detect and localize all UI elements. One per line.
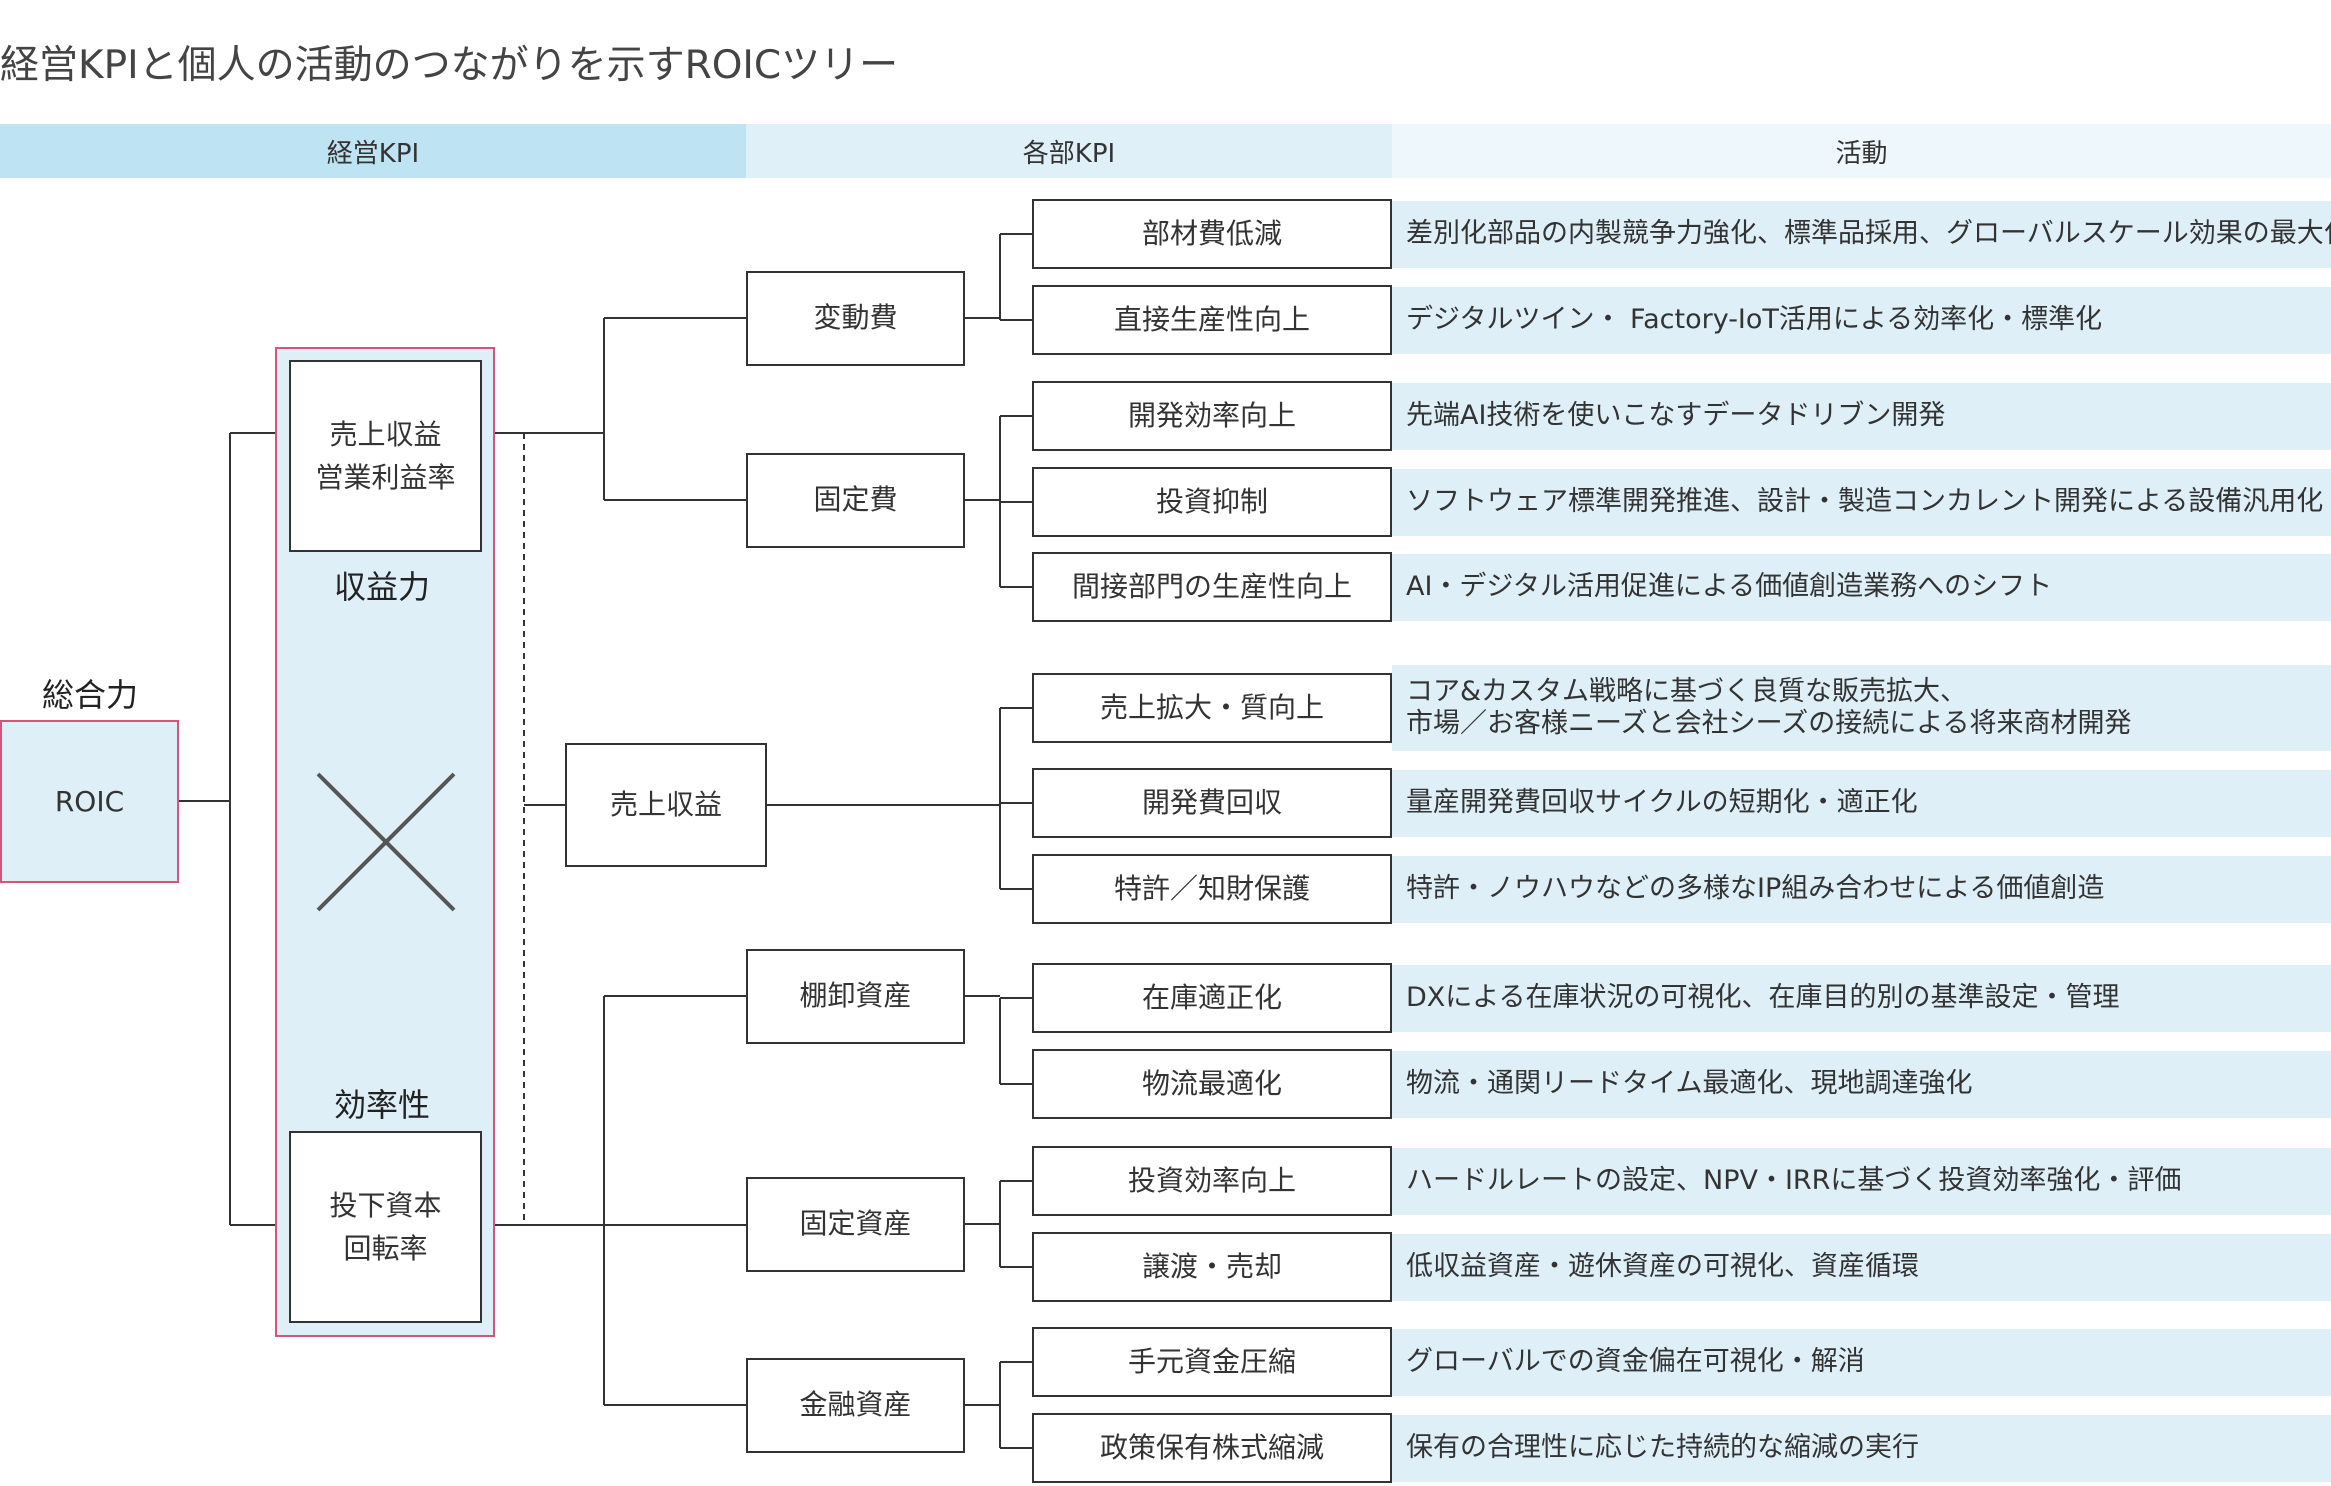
activity-text: 先端AI技術を使いこなすデータドリブン開発 xyxy=(1406,399,1946,431)
activity-row: 差別化部品の内製競争力強化、標準品採用、グローバルスケール効果の最大化 xyxy=(1392,200,2331,268)
activity-text: コア&カスタム戦略に基づく良質な販売拡大、 xyxy=(1406,675,1968,707)
activity-row: グローバルでの資金偏在可視化・解消 xyxy=(1392,1328,2331,1396)
activity-text: 量産開発費回収サイクルの短期化・適正化 xyxy=(1406,786,1918,818)
roic-label: ROIC xyxy=(54,785,125,818)
header-activities: 活動 xyxy=(1392,124,2331,178)
activity-row: DXによる在庫状況の可視化、在庫目的別の基準設定・管理 xyxy=(1392,964,2331,1032)
department-kpi-label: 開発効率向上 xyxy=(1127,399,1296,433)
activity-row: 保有の合理性に応じた持続的な縮減の実行 xyxy=(1392,1414,2331,1482)
activity-text: デジタルツイン・ Factory-IoT活用による効率化・標準化 xyxy=(1406,303,2103,335)
department-kpi-box: 譲渡・売却 xyxy=(1032,1232,1392,1302)
activity-row: 低収益資産・遊休資産の可視化、資産循環 xyxy=(1392,1233,2331,1301)
efficiency-caption: 効率性 xyxy=(334,1086,431,1124)
activity-row: デジタルツイン・ Factory-IoT活用による効率化・標準化 xyxy=(1392,286,2331,354)
department-kpi-label: 特許／知財保護 xyxy=(1113,872,1310,906)
department-kpi-box: 売上拡大・質向上 xyxy=(1032,673,1392,743)
department-kpi-label: 手元資金圧縮 xyxy=(1127,1345,1296,1379)
group-box-2: 固定費 xyxy=(746,452,965,548)
header-management-kpi: 経営KPI xyxy=(0,124,746,178)
department-kpi-label: 開発費回収 xyxy=(1141,786,1282,820)
activity-row: コア&カスタム戦略に基づく良質な販売拡大、市場／お客様ニーズと会社シーズの接続に… xyxy=(1392,665,2331,751)
department-kpi-box: 特許／知財保護 xyxy=(1032,854,1392,924)
department-kpi-box: 間接部門の生産性向上 xyxy=(1032,552,1392,622)
group-label: 売上収益 xyxy=(609,788,722,822)
department-kpi-box: 投資効率向上 xyxy=(1032,1146,1392,1216)
department-kpi-label: 売上拡大・質向上 xyxy=(1099,691,1324,725)
group-label: 固定資産 xyxy=(799,1207,912,1241)
multiply-icon xyxy=(316,772,456,912)
department-kpi-label: 直接生産性向上 xyxy=(1113,303,1310,337)
activity-row: 量産開発費回収サイクルの短期化・適正化 xyxy=(1392,769,2331,837)
department-kpi-box: 投資抑制 xyxy=(1032,467,1392,537)
activity-row: AI・デジタル活用促進による価値創造業務へのシフト xyxy=(1392,553,2331,621)
activity-row: ハードルレートの設定、NPV・IRRに基づく投資効率強化・評価 xyxy=(1392,1147,2331,1215)
department-kpi-label: 投資効率向上 xyxy=(1127,1164,1296,1198)
activity-text: ハードルレートの設定、NPV・IRRに基づく投資効率強化・評価 xyxy=(1406,1164,2182,1196)
group-box-3: 売上収益 xyxy=(565,743,767,867)
activity-row: 先端AI技術を使いこなすデータドリブン開発 xyxy=(1392,382,2331,450)
operating-margin-line: 営業利益率 xyxy=(315,461,456,494)
group-box-4: 棚卸資産 xyxy=(746,948,965,1044)
department-kpi-box: 物流最適化 xyxy=(1032,1049,1392,1119)
activity-text: 低収益資産・遊休資産の可視化、資産循環 xyxy=(1406,1250,1919,1282)
department-kpi-label: 譲渡・売却 xyxy=(1141,1250,1282,1284)
department-kpi-label: 物流最適化 xyxy=(1141,1067,1282,1101)
department-kpi-box: 開発費回収 xyxy=(1032,768,1392,838)
department-kpi-box: 直接生産性向上 xyxy=(1032,285,1392,355)
activity-text: DXによる在庫状況の可視化、在庫目的別の基準設定・管理 xyxy=(1406,981,2120,1013)
turnover-line: 回転率 xyxy=(343,1232,428,1265)
header-department-kpi: 各部KPI xyxy=(746,124,1392,178)
activity-row: 物流・通関リードタイム最適化、現地調達強化 xyxy=(1392,1050,2331,1118)
group-box-5: 固定資産 xyxy=(746,1176,965,1272)
group-label: 固定費 xyxy=(813,483,898,517)
department-kpi-box: 手元資金圧縮 xyxy=(1032,1327,1392,1397)
activity-text: グローバルでの資金偏在可視化・解消 xyxy=(1406,1345,1865,1377)
activity-text: 保有の合理性に応じた持続的な縮減の実行 xyxy=(1406,1431,1919,1463)
roic-box: ROIC xyxy=(0,720,179,883)
revenue-margin-box: 売上収益営業利益率 xyxy=(289,360,482,552)
group-label: 金融資産 xyxy=(799,1388,912,1422)
activity-text: AI・デジタル活用促進による価値創造業務へのシフト xyxy=(1406,570,2053,602)
activity-text: 市場／お客様ニーズと会社シーズの接続による将来商材開発 xyxy=(1406,708,2132,739)
capital-turnover-box: 投下資本回転率 xyxy=(289,1131,482,1323)
group-box-1: 変動費 xyxy=(746,270,965,366)
group-label: 変動費 xyxy=(813,301,898,335)
department-kpi-label: 政策保有株式縮減 xyxy=(1099,1431,1324,1465)
department-kpi-box: 部材費低減 xyxy=(1032,199,1392,269)
department-kpi-label: 投資抑制 xyxy=(1155,485,1268,519)
revenue-line: 売上収益 xyxy=(329,417,442,451)
department-kpi-label: 在庫適正化 xyxy=(1141,981,1282,1015)
department-kpi-label: 間接部門の生産性向上 xyxy=(1071,570,1352,604)
activity-row: 特許・ノウハウなどの多様なIP組み合わせによる価値創造 xyxy=(1392,855,2331,923)
group-box-6: 金融資産 xyxy=(746,1357,965,1453)
roic-caption: 総合力 xyxy=(42,676,139,714)
department-kpi-label: 部材費低減 xyxy=(1141,217,1282,251)
department-kpi-box: 開発効率向上 xyxy=(1032,381,1392,451)
activity-row: ソフトウェア標準開発推進、設計・製造コンカレント開発による設備汎用化 xyxy=(1392,468,2331,536)
activity-text: ソフトウェア標準開発推進、設計・製造コンカレント開発による設備汎用化 xyxy=(1406,485,2324,517)
activity-text: 差別化部品の内製競争力強化、標準品採用、グローバルスケール効果の最大化 xyxy=(1406,217,2331,249)
department-kpi-box: 在庫適正化 xyxy=(1032,963,1392,1033)
group-label: 棚卸資産 xyxy=(799,979,912,1013)
activity-text: 特許・ノウハウなどの多様なIP組み合わせによる価値創造 xyxy=(1406,872,2105,904)
page-title: 経営KPIと個人の活動のつながりを示すROICツリー xyxy=(0,43,899,88)
invested-capital-line: 投下資本 xyxy=(329,1188,442,1222)
profitability-caption: 収益力 xyxy=(334,568,431,606)
department-kpi-box: 政策保有株式縮減 xyxy=(1032,1413,1392,1483)
activity-text: 物流・通関リードタイム最適化、現地調達強化 xyxy=(1406,1067,1973,1099)
